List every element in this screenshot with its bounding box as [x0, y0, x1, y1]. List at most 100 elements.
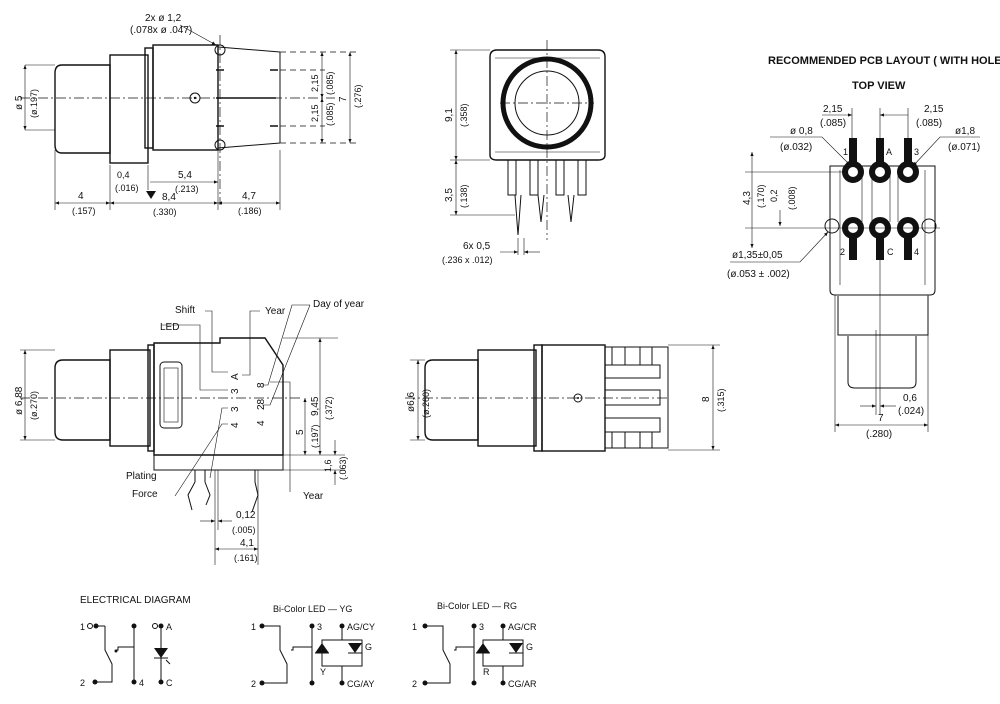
pcb-layout: RECOMMENDED PCB LAYOUT ( WITH HOLES ) TO…: [727, 55, 1000, 440]
svg-text:8: 8: [256, 382, 267, 388]
svg-text:4: 4: [139, 678, 144, 688]
hole-note: 2x ø 1,2: [145, 13, 182, 24]
cap-outline: [424, 359, 479, 441]
marking-view: Shift Year Day of year LED Plating Force…: [14, 299, 365, 565]
svg-text:AG/CY: AG/CY: [347, 622, 375, 632]
dim-label: 8,4: [162, 192, 176, 203]
dim-label: (ø.053 ± .002): [727, 269, 790, 280]
dim-label: 1,6: [323, 459, 333, 472]
dim-label: (.276): [353, 84, 363, 108]
svg-text:2: 2: [80, 678, 85, 688]
svg-text:A: A: [230, 373, 241, 380]
dim-label: (.085): [325, 71, 335, 95]
dim-label: (ø.071): [948, 142, 980, 153]
svg-text:R: R: [483, 667, 490, 677]
label-day-of-year: Day of year: [313, 299, 365, 310]
cap-outline: [54, 359, 111, 441]
marking-codes: A 3 8 28 3 4 4: [230, 373, 267, 428]
pin-labels: 1 A 3 2 C 4: [840, 147, 919, 257]
dim-label: (ø.270): [29, 391, 39, 420]
svg-text:3: 3: [479, 622, 484, 632]
svg-text:Bi-Color LED — YG: Bi-Color LED — YG: [273, 604, 352, 614]
body: [153, 337, 284, 456]
dim-label: (.170): [756, 184, 766, 208]
svg-text:2: 2: [251, 679, 256, 689]
dim-label: (.085): [916, 118, 942, 129]
dim-label: 4,3: [742, 191, 753, 205]
svg-text:AG/CR: AG/CR: [508, 622, 537, 632]
svg-text:2: 2: [840, 247, 845, 257]
svg-text:Bi-Color LED — RG: Bi-Color LED — RG: [437, 601, 517, 611]
dim-label: ø 5: [14, 95, 25, 110]
label-plating: Plating: [126, 471, 157, 482]
dim-label: (.330): [153, 207, 177, 217]
pcb-layout-title: RECOMMENDED PCB LAYOUT ( WITH HOLES ): [768, 55, 1000, 67]
dim-label: (ø.032): [780, 142, 812, 153]
svg-text:2: 2: [412, 679, 417, 689]
dim-label: (.280): [866, 429, 892, 440]
svg-text:C: C: [887, 247, 894, 257]
svg-text:3: 3: [230, 406, 241, 412]
mount-hole: [921, 218, 937, 234]
svg-text:3: 3: [914, 147, 919, 157]
dim-label: ø 6,88: [14, 386, 25, 415]
dim-label: (.161): [234, 553, 258, 563]
bushing: [109, 54, 149, 164]
dim-label: 8: [701, 396, 712, 402]
dim-label: (.372): [324, 396, 334, 420]
dim-label: 7: [338, 96, 349, 102]
dim-label: (.005): [232, 525, 256, 535]
svg-text:28: 28: [256, 398, 267, 410]
dim-label: 9,1: [444, 108, 455, 122]
dim-label: (ø.260): [421, 389, 431, 418]
svg-text:4: 4: [256, 420, 267, 426]
svg-text:A: A: [886, 147, 892, 157]
svg-text:4: 4: [230, 422, 241, 428]
label-year: Year: [265, 306, 286, 317]
hole-note-inch: (.078x ø .047): [130, 25, 192, 36]
dim-label: 0,4: [117, 170, 130, 180]
label-led: LED: [160, 322, 179, 333]
dim-label: (.186): [238, 206, 262, 216]
dim-label: 2,15: [310, 104, 320, 122]
dim-label: 4,1: [240, 538, 254, 549]
schematic-bicolor-rg: Bi-Color LED — RG 1 2 3 AG/CR CG/AR G R: [412, 601, 537, 689]
dim-label: 0,2: [769, 189, 779, 202]
dim-label: (.138): [459, 184, 469, 208]
dim-label: 2,15: [823, 104, 843, 115]
cap-outline: [54, 64, 111, 154]
dim-label: 0,6: [903, 393, 917, 404]
dim-label: 5,4: [178, 170, 192, 181]
dim-label: (.085): [325, 102, 335, 126]
dim-label: 7: [878, 413, 884, 424]
svg-text:G: G: [526, 642, 533, 652]
svg-text:4: 4: [914, 247, 919, 257]
electrical-title: ELECTRICAL DIAGRAM: [80, 595, 191, 606]
dim-label: (.085): [820, 118, 846, 129]
svg-text:1: 1: [843, 147, 848, 157]
svg-text:3: 3: [317, 622, 322, 632]
dim-label: 3,5: [444, 188, 455, 202]
dim-label: ø1,8: [955, 126, 975, 137]
side-view-bottom: ø6,6 (ø.260) 8 (.315): [405, 344, 726, 452]
dim-label: (.016): [115, 183, 139, 193]
pcb-layout-subtitle: TOP VIEW: [852, 80, 906, 92]
body: [152, 44, 219, 151]
label-force: Force: [132, 489, 158, 500]
dim-label: (ø.197): [29, 89, 39, 118]
svg-text:1: 1: [80, 622, 85, 632]
dim-label: 4: [78, 191, 84, 202]
dim-label: (.358): [459, 103, 469, 127]
pin-note-inch: (.236 x .012): [442, 255, 493, 265]
side-view-top: 2x ø 1,2 (.078x ø .047) ø 5 (ø.197) 4 (.…: [14, 13, 363, 217]
label-shift: Shift: [175, 305, 195, 316]
dim-label: 0,12: [236, 510, 256, 521]
dim-label: 2,15: [924, 104, 944, 115]
svg-text:CG/AY: CG/AY: [347, 679, 374, 689]
led-window: [159, 361, 183, 429]
svg-text:CG/AR: CG/AR: [508, 679, 537, 689]
body-outline: [489, 49, 606, 161]
dim-label: ø1,35±0,05: [732, 250, 783, 261]
